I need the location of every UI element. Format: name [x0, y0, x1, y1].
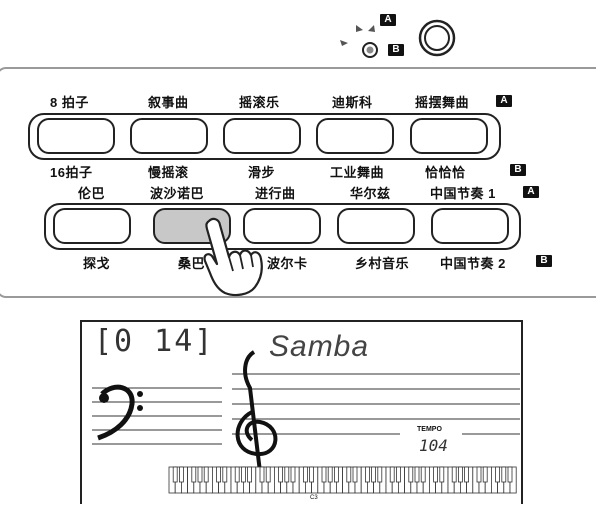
ab-select-button[interactable]: [420, 21, 454, 55]
rhythm-button-8[interactable]: [243, 208, 321, 244]
label-chachacha: 恰恰恰: [425, 165, 466, 180]
label-chinese-2: 中国节奏 2: [440, 256, 506, 271]
label-rumba: 伦巴: [78, 186, 106, 201]
label-shuffle: 滑步: [248, 165, 276, 180]
row2-badge-b: B: [536, 255, 552, 267]
label-march: 进行曲: [255, 186, 296, 201]
rhythm-button-6[interactable]: [53, 208, 131, 244]
rhythm-button-9[interactable]: [337, 208, 415, 244]
label-bossanova: 波沙诺巴: [150, 186, 205, 201]
badge-a: A: [380, 14, 396, 26]
label-polka: 波尔卡: [267, 256, 308, 271]
label-16beat: 16拍子: [50, 165, 93, 180]
lcd-display: [0 14] Samba TEMPO 104 C3: [80, 320, 523, 504]
rhythm-button-2[interactable]: [130, 118, 208, 154]
rhythm-button-5[interactable]: [410, 118, 488, 154]
label-waltz: 华尔兹: [350, 186, 391, 201]
label-country: 乡村音乐: [355, 256, 410, 271]
pointing-hand-icon: [203, 217, 263, 297]
rhythm-button-1[interactable]: [37, 118, 115, 154]
lcd-keyboard-graphic: [168, 466, 517, 494]
label-samba: 桑巴: [178, 256, 206, 271]
rhythm-button-3[interactable]: [223, 118, 301, 154]
label-disco: 迪斯科: [332, 95, 373, 110]
label-chinese-1: 中国节奏 1: [430, 186, 496, 201]
badge-b: B: [388, 44, 404, 56]
label-ballad: 叙事曲: [148, 95, 189, 110]
ab-indicator: A B: [330, 10, 470, 65]
lcd-staff-graphic: [92, 350, 520, 483]
label-industrial: 工业舞曲: [330, 165, 385, 180]
row1-badge-a: A: [496, 95, 512, 107]
lcd-key-label: C3: [310, 495, 318, 501]
label-rock: 摇滚乐: [239, 95, 280, 110]
row2-badge-a: A: [523, 186, 539, 198]
lcd-tempo-value: 104: [419, 436, 448, 455]
rhythm-button-4[interactable]: [316, 118, 394, 154]
label-slow-rock: 慢摇滚: [148, 165, 189, 180]
lcd-rhythm-number: [0 14]: [94, 324, 215, 359]
label-swing: 摇摆舞曲: [415, 95, 470, 110]
led-arrows-icon: [340, 19, 456, 58]
lcd-tempo-label: TEMPO: [417, 426, 442, 433]
label-tango: 探戈: [83, 256, 111, 271]
label-8beat: 8 拍子: [50, 95, 89, 110]
row1-badge-b: B: [510, 164, 526, 176]
rhythm-button-10[interactable]: [431, 208, 509, 244]
lcd-style-name: Samba: [269, 330, 370, 363]
